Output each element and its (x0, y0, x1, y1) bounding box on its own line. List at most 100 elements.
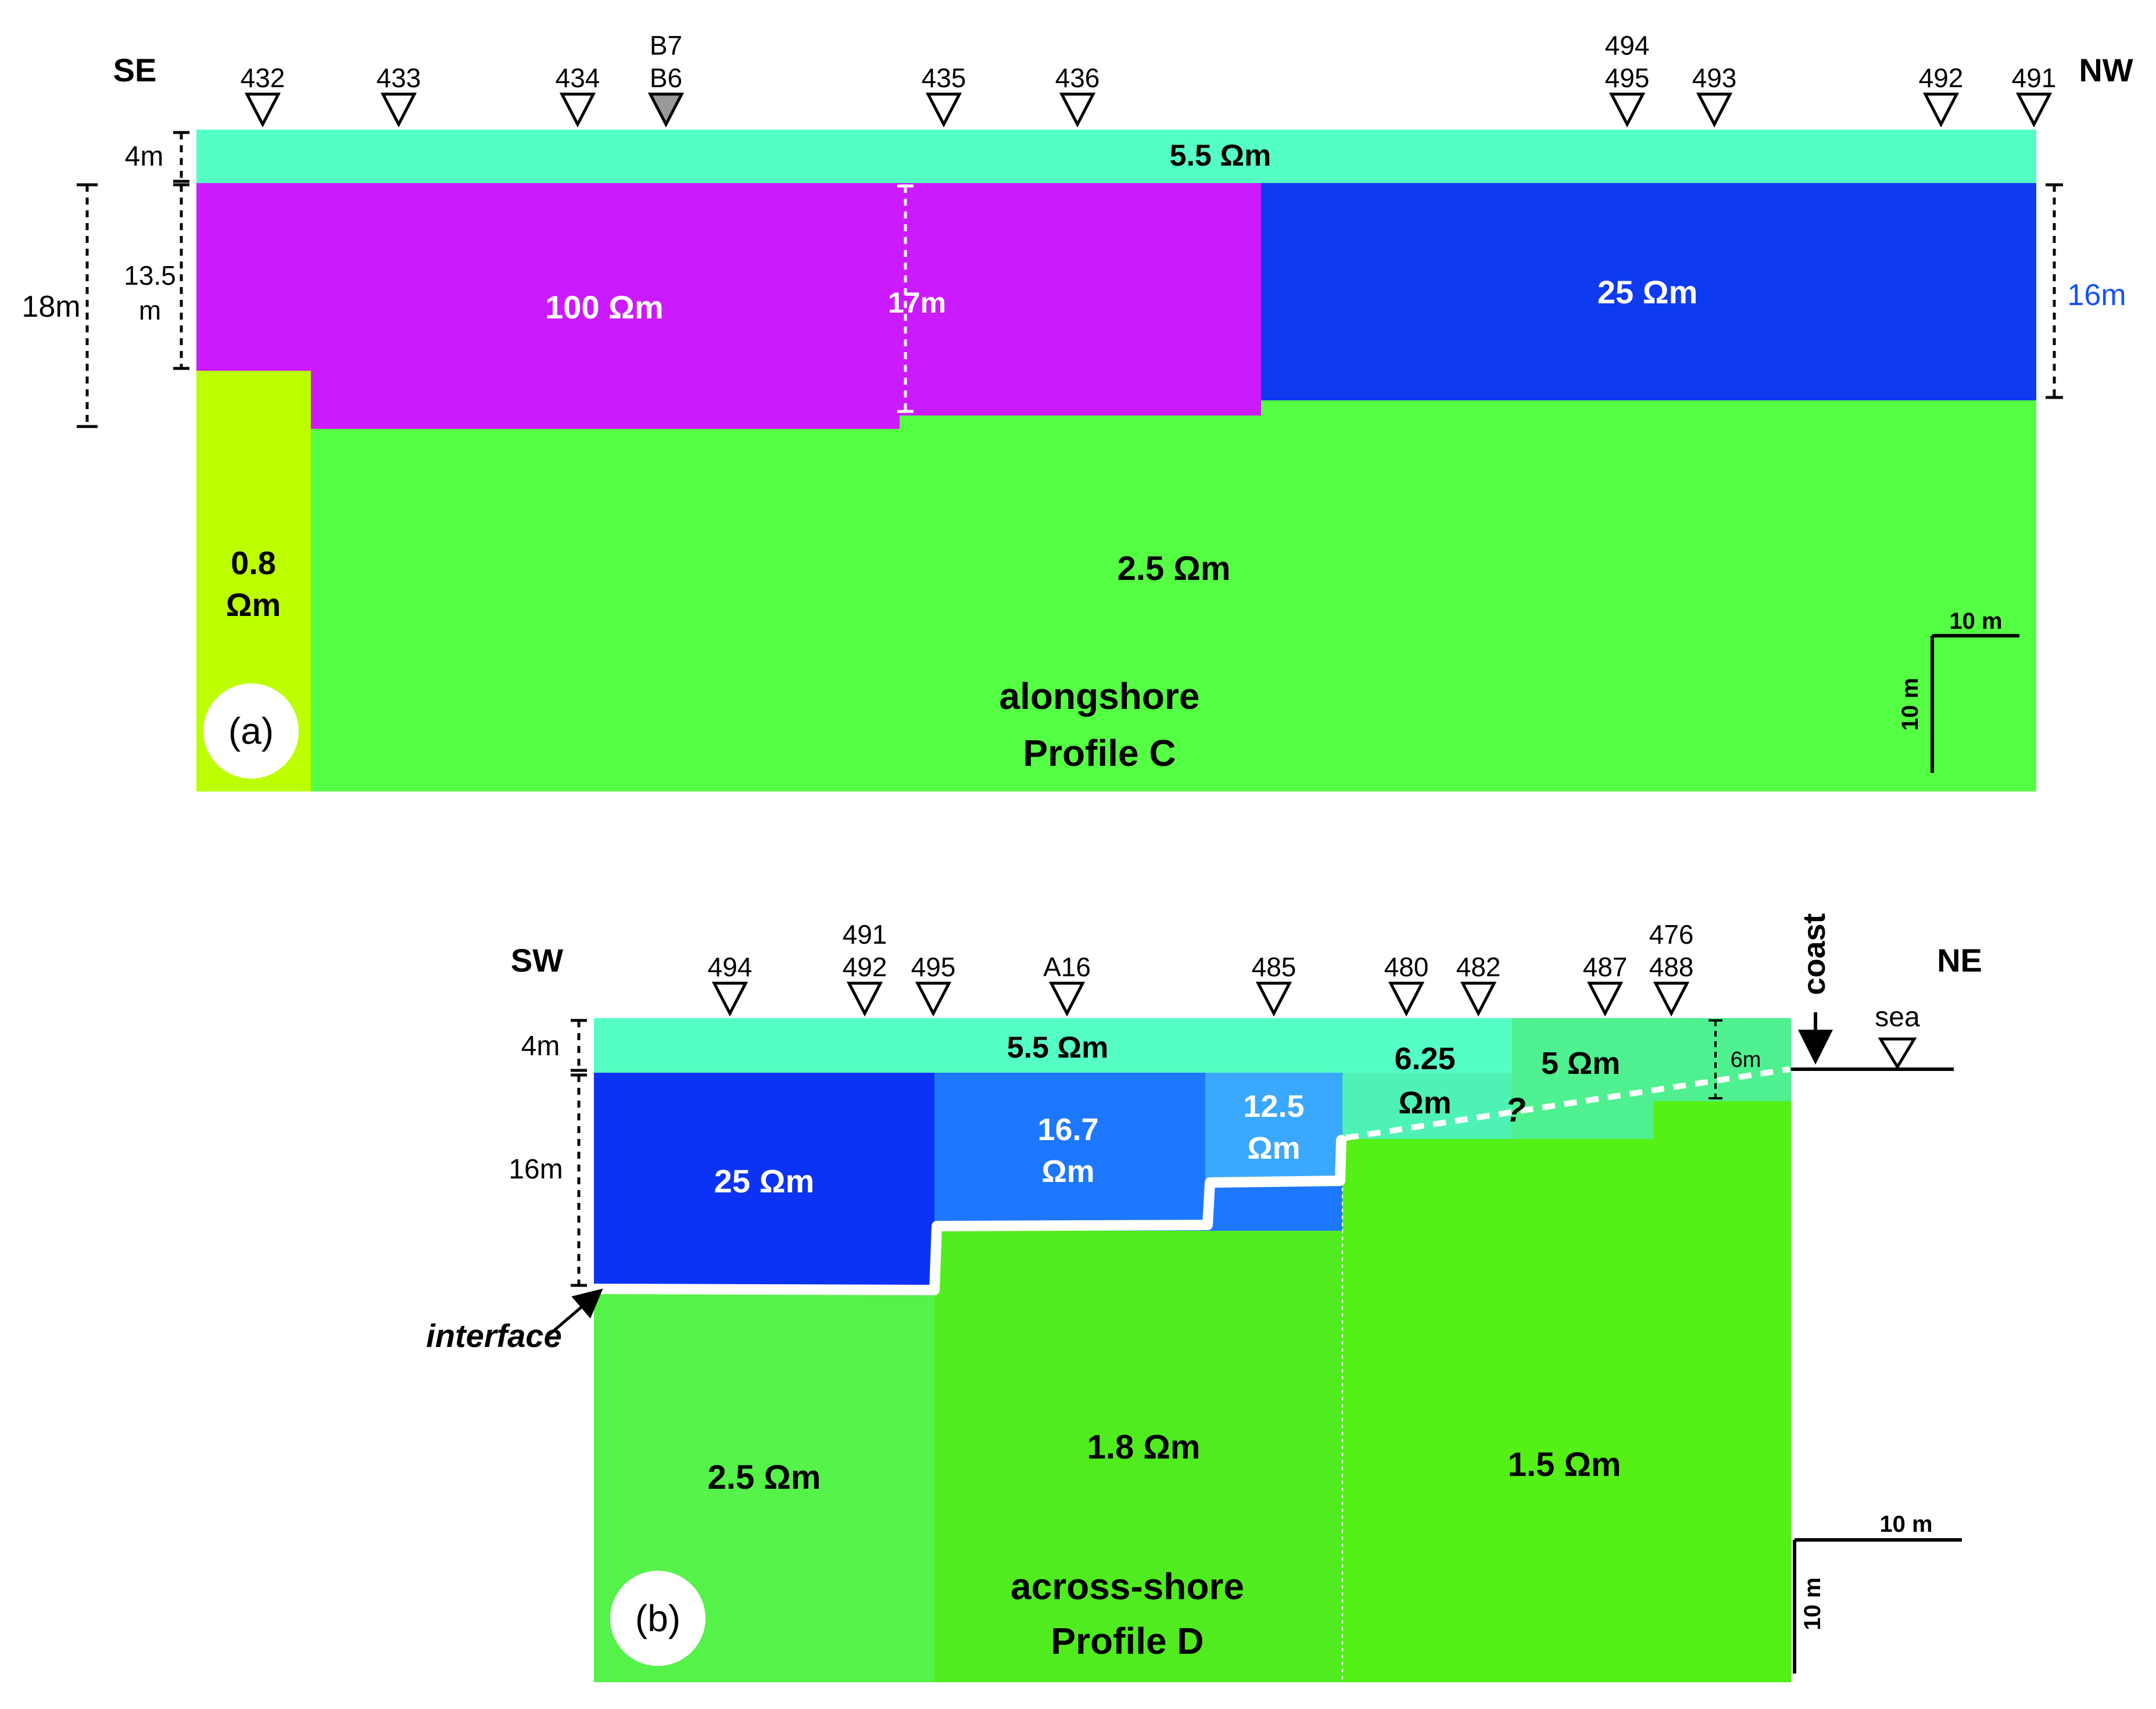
panel-b-station-icon (1048, 981, 1086, 1017)
thickness-a-total-label: 18m (22, 290, 80, 324)
layer-a-magenta (196, 183, 1261, 429)
panel-a-station-label: 433 (377, 63, 421, 93)
panel-a-station-icon (2015, 92, 2053, 128)
direction-a-right: NW (2079, 52, 2133, 88)
layer-b-teal (1342, 1073, 1512, 1139)
panel-a-station-label-2: 495 (1605, 63, 1650, 93)
thickness-b-upper-label: 16m (508, 1154, 563, 1185)
sea-station-icon (1878, 1037, 1917, 1070)
panel-a-badge (203, 683, 299, 779)
scale-bar-b (1793, 1538, 1962, 1674)
thickness-marker-b-upper (571, 1073, 587, 1287)
panel-a-station-icon (380, 92, 417, 128)
thickness-marker-b-top (571, 1019, 587, 1072)
layer-b-blue-label: 25 Ωm (714, 1163, 815, 1199)
interface-label: interface (426, 1317, 561, 1354)
panel-b-station-label: 480 (1384, 952, 1429, 982)
layer-a-yellow-label-line2: Ωm (226, 586, 281, 623)
thickness-a-middle-label: 17m (888, 286, 946, 319)
panel-b-station-icon (1388, 981, 1425, 1017)
scale-a-horizontal-label: 10 m (1949, 608, 2002, 634)
scale-b-vertical-label: 10 m (1800, 1577, 1825, 1630)
layer-a-magenta-label: 100 Ωm (545, 289, 664, 325)
panel-b: 5.5 Ωm 25 Ωm 16.7 Ωm 12.5 Ωm 6.25 Ωm 5 Ω… (426, 913, 1982, 1682)
layer-b-top-label: 5.5 Ωm (1007, 1031, 1109, 1065)
panel-a-station-label: 493 (1692, 63, 1737, 93)
thickness-a-upper-label-line1: 13.5 (124, 260, 176, 291)
layer-b-teal-label-line2: Ωm (1398, 1085, 1451, 1120)
layer-b-mid-label-line1: 16.7 (1037, 1112, 1098, 1147)
layer-b-base2 (934, 1231, 1342, 1682)
scale-bar-a (1931, 634, 2019, 773)
panel-b-label: (b) (635, 1597, 681, 1639)
layer-a-blue (1261, 183, 2036, 400)
panel-a-station-label-2: B6 (650, 63, 682, 93)
panel-a-station-label: 436 (1055, 63, 1100, 93)
profile-b-title-line1: across-shore (1011, 1565, 1244, 1607)
profile-a-title-line1: alongshore (1000, 675, 1200, 717)
panel-b-station-label-2: 488 (1649, 952, 1694, 982)
layer-b-light-blue (1205, 1073, 1342, 1181)
layer-b-base3 (1342, 1101, 1791, 1682)
thickness-a-upper-label-line2: m (139, 295, 161, 325)
panel-a-station-icon (647, 92, 685, 128)
panel-a-label: (a) (228, 710, 274, 752)
layer-a-top-label: 5.5 Ωm (1170, 139, 1272, 173)
panel-b-station-label: 482 (1456, 952, 1501, 982)
direction-b-right: NE (1937, 942, 1982, 979)
layer-a-top (196, 130, 2036, 183)
panel-b-station-icon (1586, 981, 1624, 1017)
panel-b-station-label: 485 (1252, 952, 1297, 982)
layer-b-base2-label: 1.8 Ωm (1087, 1428, 1201, 1466)
layer-a-yellow-label-line1: 0.8 (231, 544, 276, 581)
panel-b-station-icon (711, 981, 748, 1017)
interface-dashed (1345, 1066, 1790, 1141)
layer-b-light-label-line2: Ωm (1247, 1131, 1300, 1166)
panel-a-station-icon (1922, 92, 1960, 128)
panel-a-station-icon (925, 92, 962, 128)
panel-b-station-icon (846, 981, 883, 1017)
panel-b-station-icon (915, 981, 952, 1017)
layer-b-base1-label: 2.5 Ωm (708, 1459, 821, 1496)
layer-b-blue (594, 1073, 934, 1287)
layer-b-question: ? (1505, 1091, 1525, 1129)
panel-b-station-label: 491 (843, 919, 887, 950)
panel-b-station-label: 494 (708, 952, 753, 982)
panel-a-station-icon (559, 92, 596, 128)
layer-b-mid-blue-step (1205, 1181, 1342, 1231)
thickness-marker-a-upper (173, 183, 189, 370)
layer-b-light-label-line1: 12.5 (1243, 1089, 1304, 1124)
panel-a: 5.5 Ωm 100 Ωm 25 Ωm 0.8 Ωm 2.5 Ωm alongs… (22, 30, 2133, 791)
layer-a-base (311, 400, 2036, 791)
thickness-marker-a-total (77, 183, 98, 428)
panel-a-station-label: 494 (1605, 30, 1650, 60)
panel-b-badge (610, 1571, 705, 1666)
layer-b-base3-label: 1.5 Ωm (1508, 1446, 1621, 1484)
profile-a-title-line2: Profile C (1023, 732, 1176, 774)
panel-a-station-label: 434 (556, 63, 600, 93)
thickness-marker-a-middle (897, 184, 914, 413)
thickness-marker-a-right (2046, 183, 2063, 399)
layer-a-blue-label: 25 Ωm (1598, 274, 1698, 310)
layer-b-mid-label-line2: Ωm (1041, 1154, 1094, 1189)
panel-b-station-icon (1653, 981, 1690, 1017)
coast-label: coast (1797, 913, 1832, 995)
thickness-marker-b-right (1709, 1019, 1722, 1099)
direction-b-left: SW (511, 942, 563, 979)
panel-b-station-label: A16 (1043, 952, 1091, 982)
layer-b-teal-label-line1: 6.25 (1394, 1041, 1455, 1076)
panel-a-station-label: 492 (1919, 63, 1964, 93)
panel-a-station-icon (1696, 92, 1733, 128)
panel-b-station-label: 487 (1583, 952, 1628, 982)
panel-b-station-label-2: 492 (843, 952, 887, 982)
thickness-a-right-label: 16m (2067, 278, 2126, 312)
thickness-b-right-label: 6m (1731, 1048, 1761, 1072)
panel-a-station-icon (1059, 92, 1096, 128)
layer-a-base-label: 2.5 Ωm (1118, 550, 1231, 587)
panel-a-station-label: 435 (922, 63, 966, 93)
panel-a-station-icon (1609, 92, 1646, 128)
thickness-b-top-label: 4m (521, 1031, 560, 1062)
interface-line (589, 1135, 1346, 1295)
